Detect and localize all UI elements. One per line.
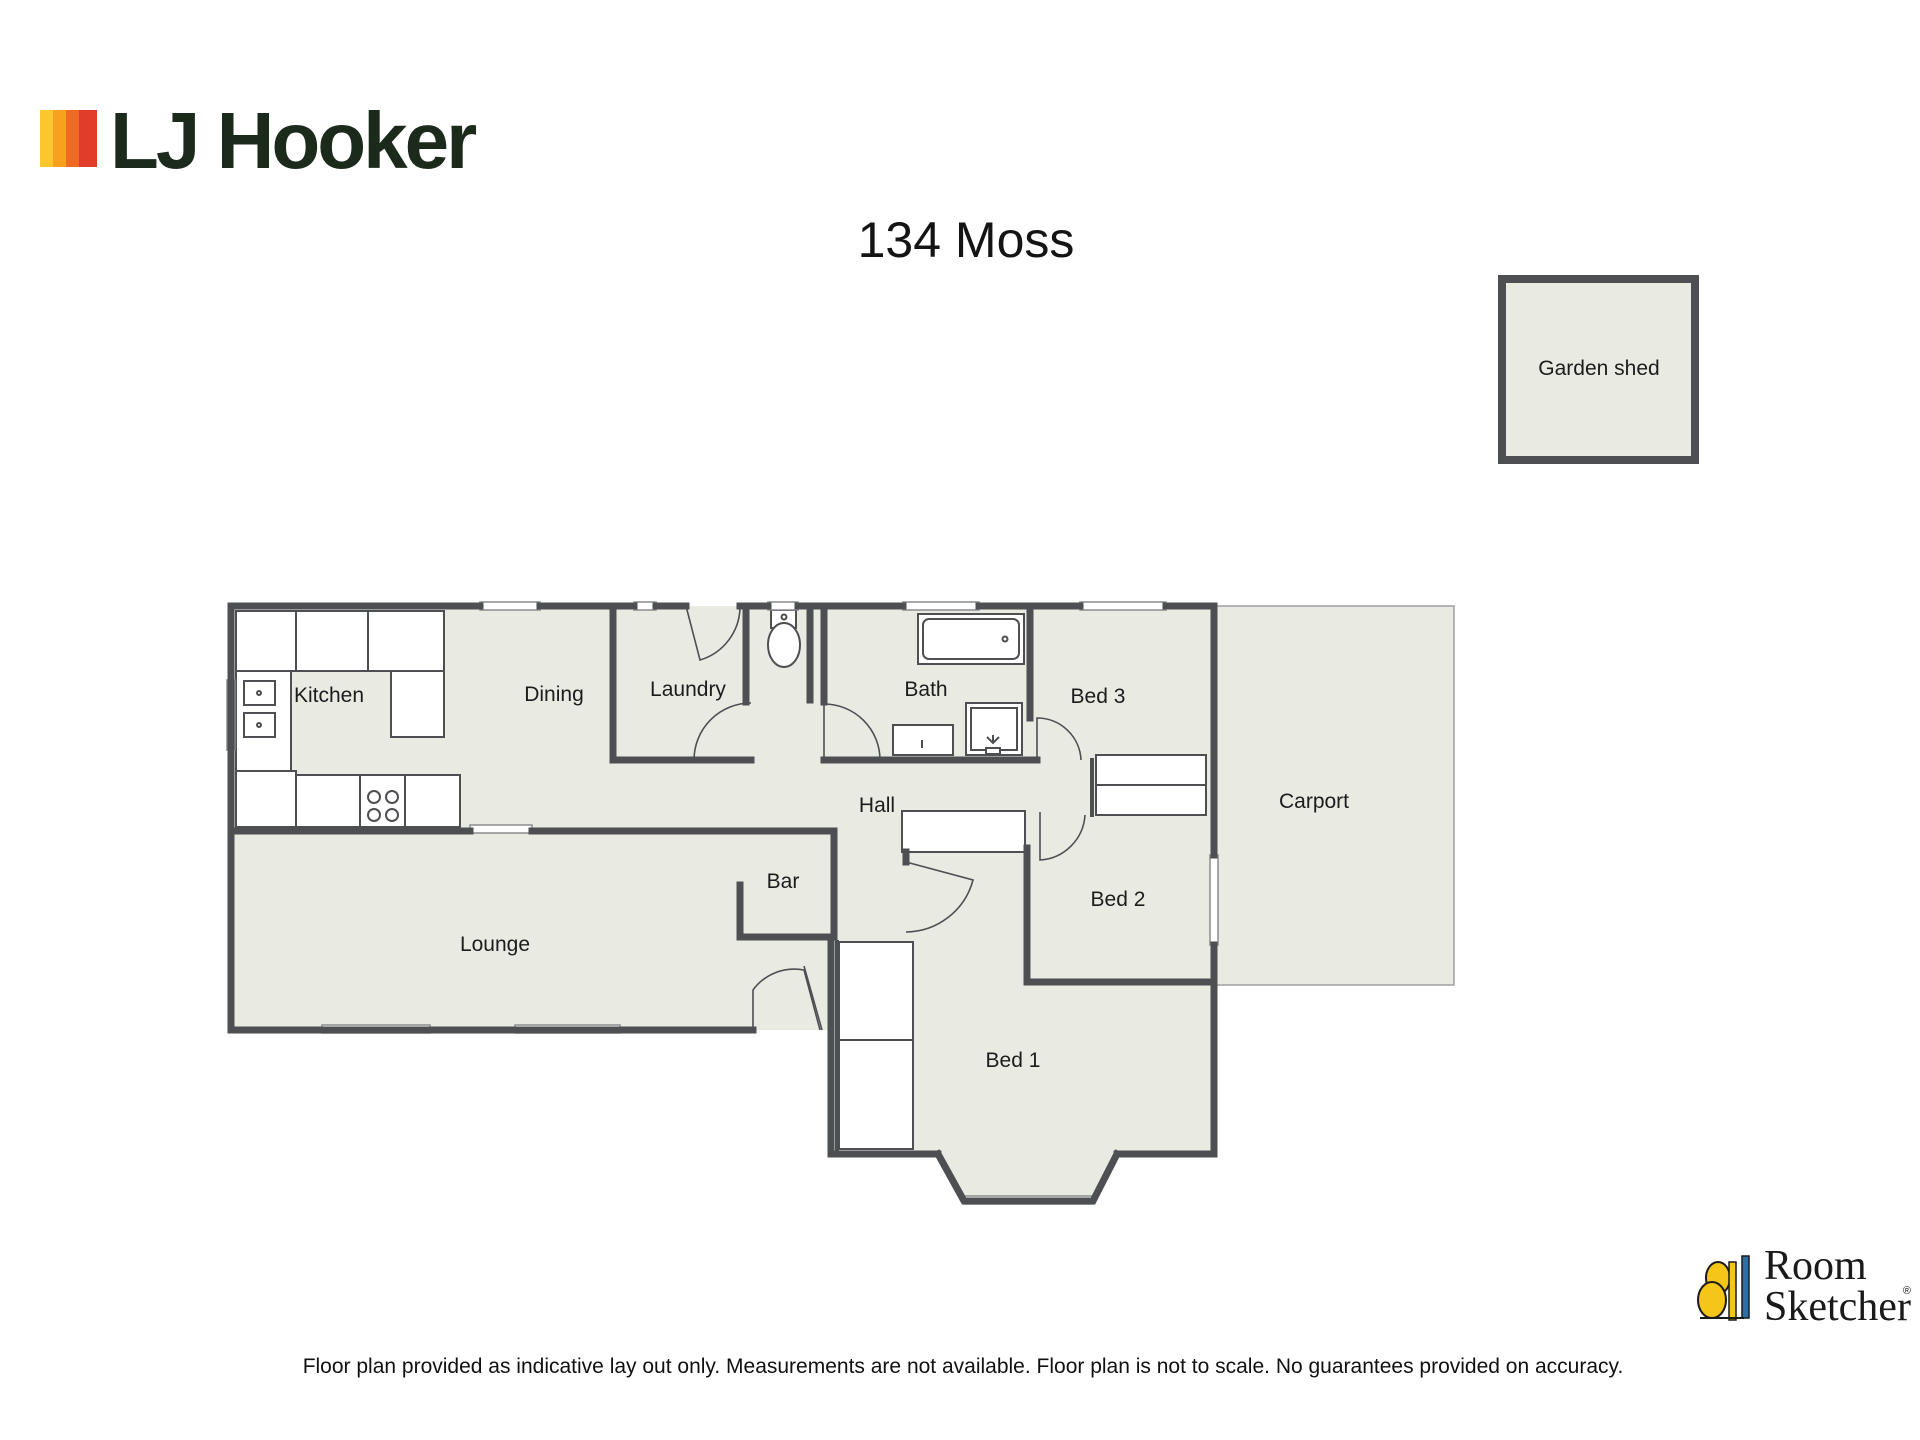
room-label-bed1: Bed 1 xyxy=(986,1049,1041,1072)
room-label-bath: Bath xyxy=(904,678,947,701)
logo-stripe-1 xyxy=(40,110,53,167)
logo-stripe-3 xyxy=(66,110,79,167)
room-label-kitchen: Kitchen xyxy=(294,684,364,707)
disclaimer: Floor plan provided as indicative lay ou… xyxy=(303,1355,1624,1378)
room-label-bar: Bar xyxy=(767,870,800,893)
roomsketcher-registered-mark: ® xyxy=(1903,1285,1911,1297)
room-label-garden-shed: Garden shed xyxy=(1538,357,1659,380)
wardrobes xyxy=(835,754,1207,1151)
garden-shed xyxy=(1498,275,1699,464)
roomsketcher-logo: Room Sketcher ® xyxy=(1697,1243,1911,1330)
doors xyxy=(685,605,1086,1031)
house-floor xyxy=(231,606,1214,1201)
room-label-hall: Hall xyxy=(859,794,895,817)
room-label-bed2: Bed 2 xyxy=(1091,888,1146,911)
carport-area xyxy=(1215,605,1455,986)
room-label-carport: Carport xyxy=(1279,790,1349,813)
roomsketcher-mascot-icon xyxy=(1697,1255,1750,1321)
logo-stripe-2 xyxy=(53,110,66,167)
lj-hooker-logo: LJ Hooker xyxy=(40,96,479,185)
toilet-icon xyxy=(767,609,801,668)
room-label-lounge: Lounge xyxy=(460,933,530,956)
room-label-bed3: Bed 3 xyxy=(1071,685,1126,708)
room-label-laundry: Laundry xyxy=(650,678,726,701)
plan-title: 134 Moss xyxy=(858,212,1075,268)
brand-name: LJ Hooker xyxy=(110,96,476,185)
logo-stripe-4 xyxy=(79,110,97,167)
roomsketcher-line1: Room xyxy=(1764,1243,1867,1289)
bath-fixtures xyxy=(892,613,1025,756)
roomsketcher-line2: Sketcher xyxy=(1764,1284,1911,1330)
kitchen-fixtures xyxy=(235,610,461,828)
cooktop-icon xyxy=(367,790,399,822)
room-label-dining: Dining xyxy=(524,683,584,706)
